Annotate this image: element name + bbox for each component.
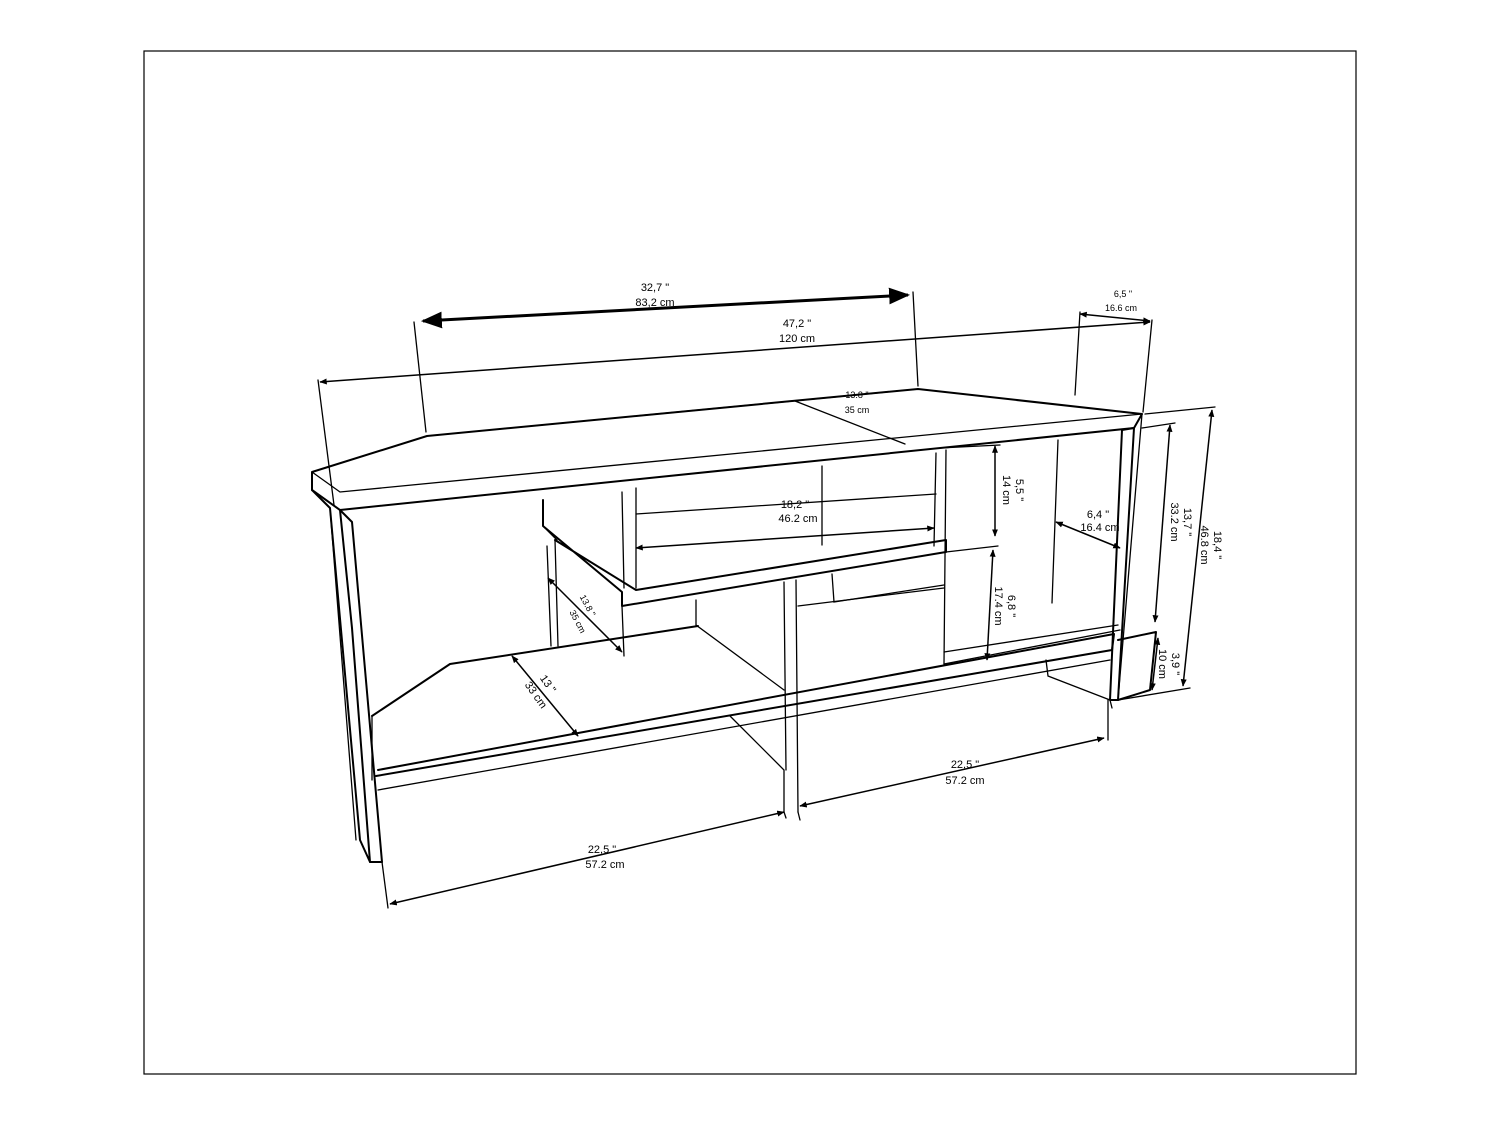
- bottom-depth-line: [511, 655, 579, 737]
- right-bay-width-cm: 57.2 cm: [945, 775, 984, 787]
- middle-height-line: [984, 549, 996, 661]
- middle-height-cm: 17.4 cm: [992, 586, 1004, 625]
- body-height-line: [1152, 424, 1173, 623]
- top-depth-cm: 35 cm: [845, 405, 870, 415]
- leg-height-line: [1149, 637, 1161, 691]
- total-height-line: [1180, 409, 1215, 687]
- right-niche-depth-cm: 16.4 cm: [1080, 522, 1119, 534]
- drawing-border: [143, 50, 1357, 1075]
- side-depth-inch: 6,5 ": [1114, 289, 1132, 299]
- right-bay-width-line: [799, 736, 1105, 808]
- leg-height-cm: 10 cm: [1156, 649, 1168, 679]
- left-bay-width-line: [389, 810, 785, 906]
- total-height-cm: 46.8 cm: [1198, 525, 1210, 564]
- upper-shelf-width-line: [635, 525, 935, 551]
- back-width-line: [420, 287, 911, 329]
- tv-stand-outline: [311, 388, 1157, 863]
- side-depth-line: [1079, 311, 1151, 324]
- back-width-cm: 83,2 cm: [635, 297, 674, 309]
- back-width-inch: 32,7 ": [641, 282, 669, 294]
- body-height-inch: 13,7 ": [1181, 508, 1193, 536]
- upper-shelf-height-cm: 14 cm: [1000, 475, 1012, 505]
- right-bay-width-inch: 22,5 ": [951, 759, 979, 771]
- drawer-depth-cm: 35 cm: [567, 608, 587, 634]
- right-niche-depth-line: [1055, 521, 1121, 549]
- middle-height-inch: 6,8 ": [1005, 595, 1017, 617]
- drawer-depth-line: [547, 577, 623, 653]
- total-height-inch: 18,4 ": [1211, 531, 1223, 559]
- leg-height-inch: 3,9 ": [1169, 653, 1181, 675]
- side-depth-cm: 16.6 cm: [1105, 303, 1137, 313]
- dimension-lines: [317, 287, 1216, 909]
- right-niche-depth-inch: 6,4 ": [1087, 509, 1109, 521]
- drawer-depth-inch: 13.8 ": [578, 593, 598, 618]
- total-width-inch: 47,2 ": [783, 318, 811, 330]
- total-width-cm: 120 cm: [779, 333, 815, 345]
- upper-shelf-height-inch: 5,5 ": [1013, 479, 1025, 501]
- total-width-line: [319, 319, 1151, 385]
- upper-shelf-width-inch: 18,2 ": [781, 499, 809, 511]
- body-height-cm: 33.2 cm: [1168, 502, 1180, 541]
- upper-shelf-width-cm: 46.2 cm: [778, 513, 817, 525]
- dimension-labels: 32,7 " 83,2 cm 47,2 " 120 cm 6,5 " 16.6 …: [522, 282, 1223, 871]
- left-bay-width-inch: 22,5 ": [588, 844, 616, 856]
- left-bay-width-cm: 57.2 cm: [585, 859, 624, 871]
- top-depth-inch: 13.8 ": [845, 390, 868, 400]
